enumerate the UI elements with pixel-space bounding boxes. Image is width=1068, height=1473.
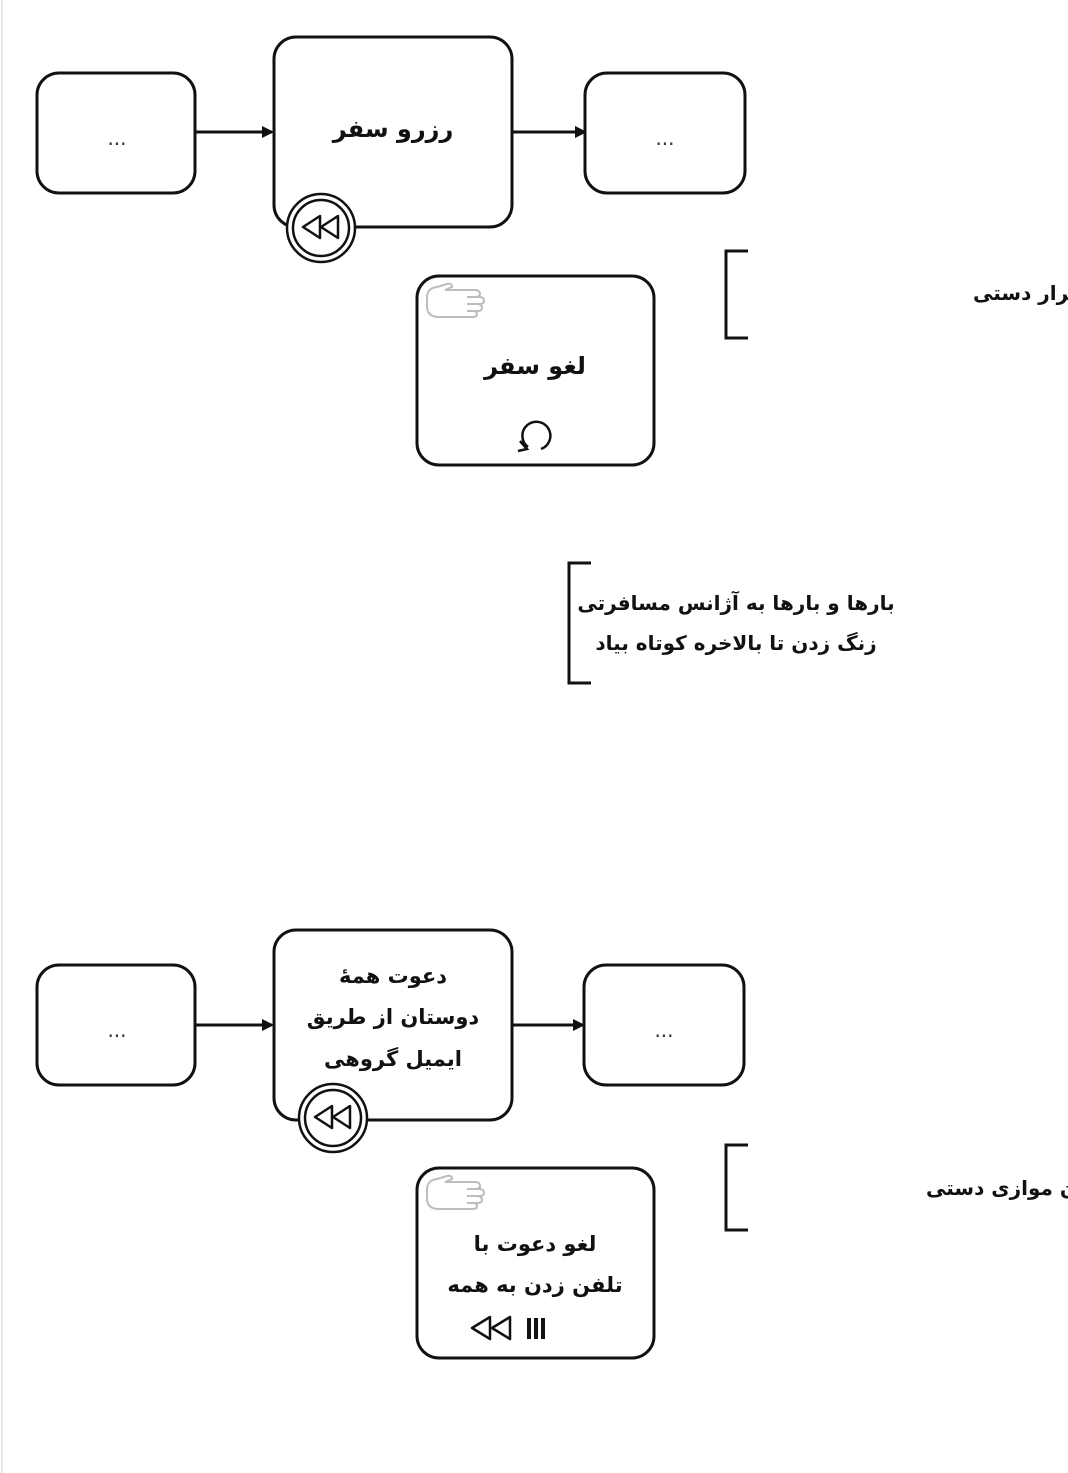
bottom-left-task[interactable]: ... [35,963,197,1087]
rewind-icon[interactable] [297,1082,369,1154]
task-label-line: لغو دعوت با [474,1232,597,1256]
task-label-line: دوستان از طریق [307,1005,480,1029]
hand-icon [426,1174,486,1210]
task-label-line: دعوت همۀ [339,964,447,988]
task-label: ... [107,1018,126,1042]
task-label: ... [107,126,126,150]
annotation-text: جبران موازی دستی [926,1176,1068,1200]
parallel-bars-icon [527,1318,545,1339]
annotation-line: بارها و بارها به آژانس مسافرتی [577,590,894,615]
task-label: ... [655,126,674,150]
task-label-line: ایمیل گروهی [324,1046,462,1071]
task-label-line: تلفن زدن به همه [447,1273,622,1297]
annotation-manual-parallel: جبران موازی دستی [724,1143,1068,1232]
task-label: لغو سفر [483,352,586,380]
annotation-text: جبران‌سازی تکرار دستی [973,281,1068,305]
bottom-main-task[interactable]: دعوت همۀ دوستان از طریق ایمیل گروهی [272,928,514,1122]
top-right-task[interactable]: ... [583,71,747,195]
top-main-task[interactable]: رزرو سفر [272,35,514,229]
task-label: رزرو سفر [332,115,454,143]
loop-icon [517,420,552,453]
task-label: ... [654,1018,673,1042]
rewind-icon[interactable] [285,192,357,264]
annotation-manual-repeat: جبران‌سازی تکرار دستی [724,249,1068,340]
rewind-icon [470,1315,512,1341]
top-left-task[interactable]: ... [35,71,197,195]
bottom-compensation-task[interactable]: لغو دعوت با تلفن زدن به همه [415,1166,656,1360]
annotation-call-agency: بارها و بارها به آژانس مسافرتی زنگ زدن ت… [567,561,895,685]
bottom-flow: ... دعوت همۀ دوستان از طریق ایمیل گروهی … [35,928,1068,1360]
top-compensation-task[interactable]: لغو سفر [415,274,656,467]
hand-icon [426,282,486,318]
annotation-line: زنگ زدن تا بالاخره کوتاه بیاد [595,631,876,655]
top-flow: ... رزرو سفر ... لغو سفر [35,35,1068,685]
bottom-right-task[interactable]: ... [582,963,746,1087]
